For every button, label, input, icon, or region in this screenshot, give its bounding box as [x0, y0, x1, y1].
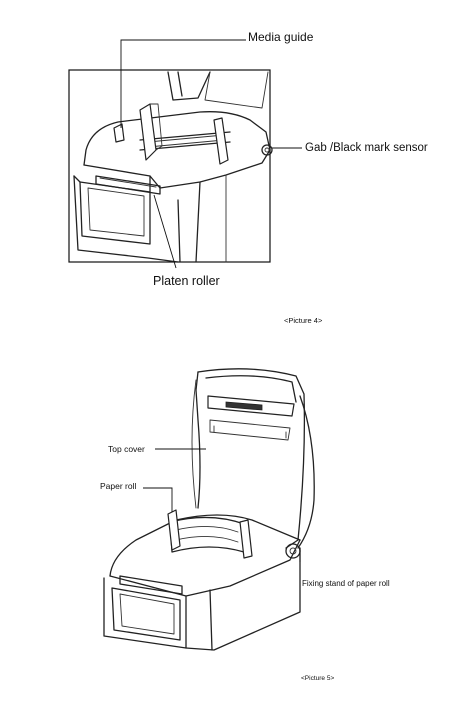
gap-sensor-label: Gab /Black mark sensor	[305, 142, 428, 154]
top-cover-label: Top cover	[108, 444, 145, 454]
picture4-frame	[68, 69, 271, 263]
paper-roll-label: Paper roll	[100, 481, 137, 491]
platen-roller-label: Platen roller	[153, 274, 220, 288]
picture5-illustration	[103, 368, 315, 651]
media-guide-label: Media guide	[248, 30, 314, 44]
picture4-illustration	[68, 39, 302, 269]
picture5-caption: <Picture 5>	[301, 675, 335, 682]
fixing-stand-label: Fixing stand of paper roll	[302, 579, 390, 588]
picture4-caption: <Picture 4>	[284, 316, 323, 325]
